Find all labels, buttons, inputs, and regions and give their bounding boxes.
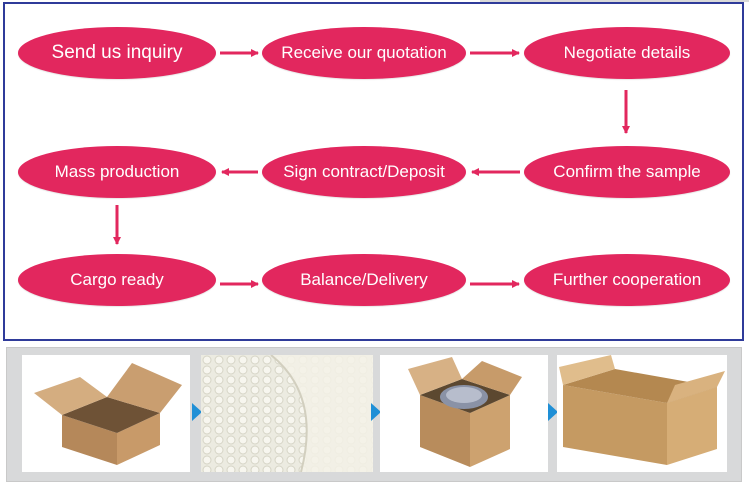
step-further-cooperation: Further cooperation bbox=[524, 254, 730, 306]
step-balance-delivery: Balance/Delivery bbox=[262, 254, 466, 306]
step-mass-production: Mass production bbox=[18, 146, 216, 198]
step-cargo-ready: Cargo ready bbox=[18, 254, 216, 306]
packed-box-icon bbox=[380, 355, 548, 472]
strip-arrow-1 bbox=[192, 403, 202, 421]
step-confirm-sample: Confirm the sample bbox=[524, 146, 730, 198]
top-divider-line bbox=[480, 0, 749, 2]
long-carton-box-icon bbox=[557, 355, 727, 472]
strip-arrow-2 bbox=[371, 403, 381, 421]
step-receive-quotation: Receive our quotation bbox=[262, 27, 466, 79]
step-negotiate-details: Negotiate details bbox=[524, 27, 730, 79]
open-cardboard-box-icon bbox=[22, 355, 190, 472]
step-sign-contract: Sign contract/Deposit bbox=[262, 146, 466, 198]
bubble-wrap-icon bbox=[201, 355, 373, 472]
strip-arrow-3 bbox=[548, 403, 558, 421]
step-send-inquiry: Send us inquiry bbox=[18, 27, 216, 79]
